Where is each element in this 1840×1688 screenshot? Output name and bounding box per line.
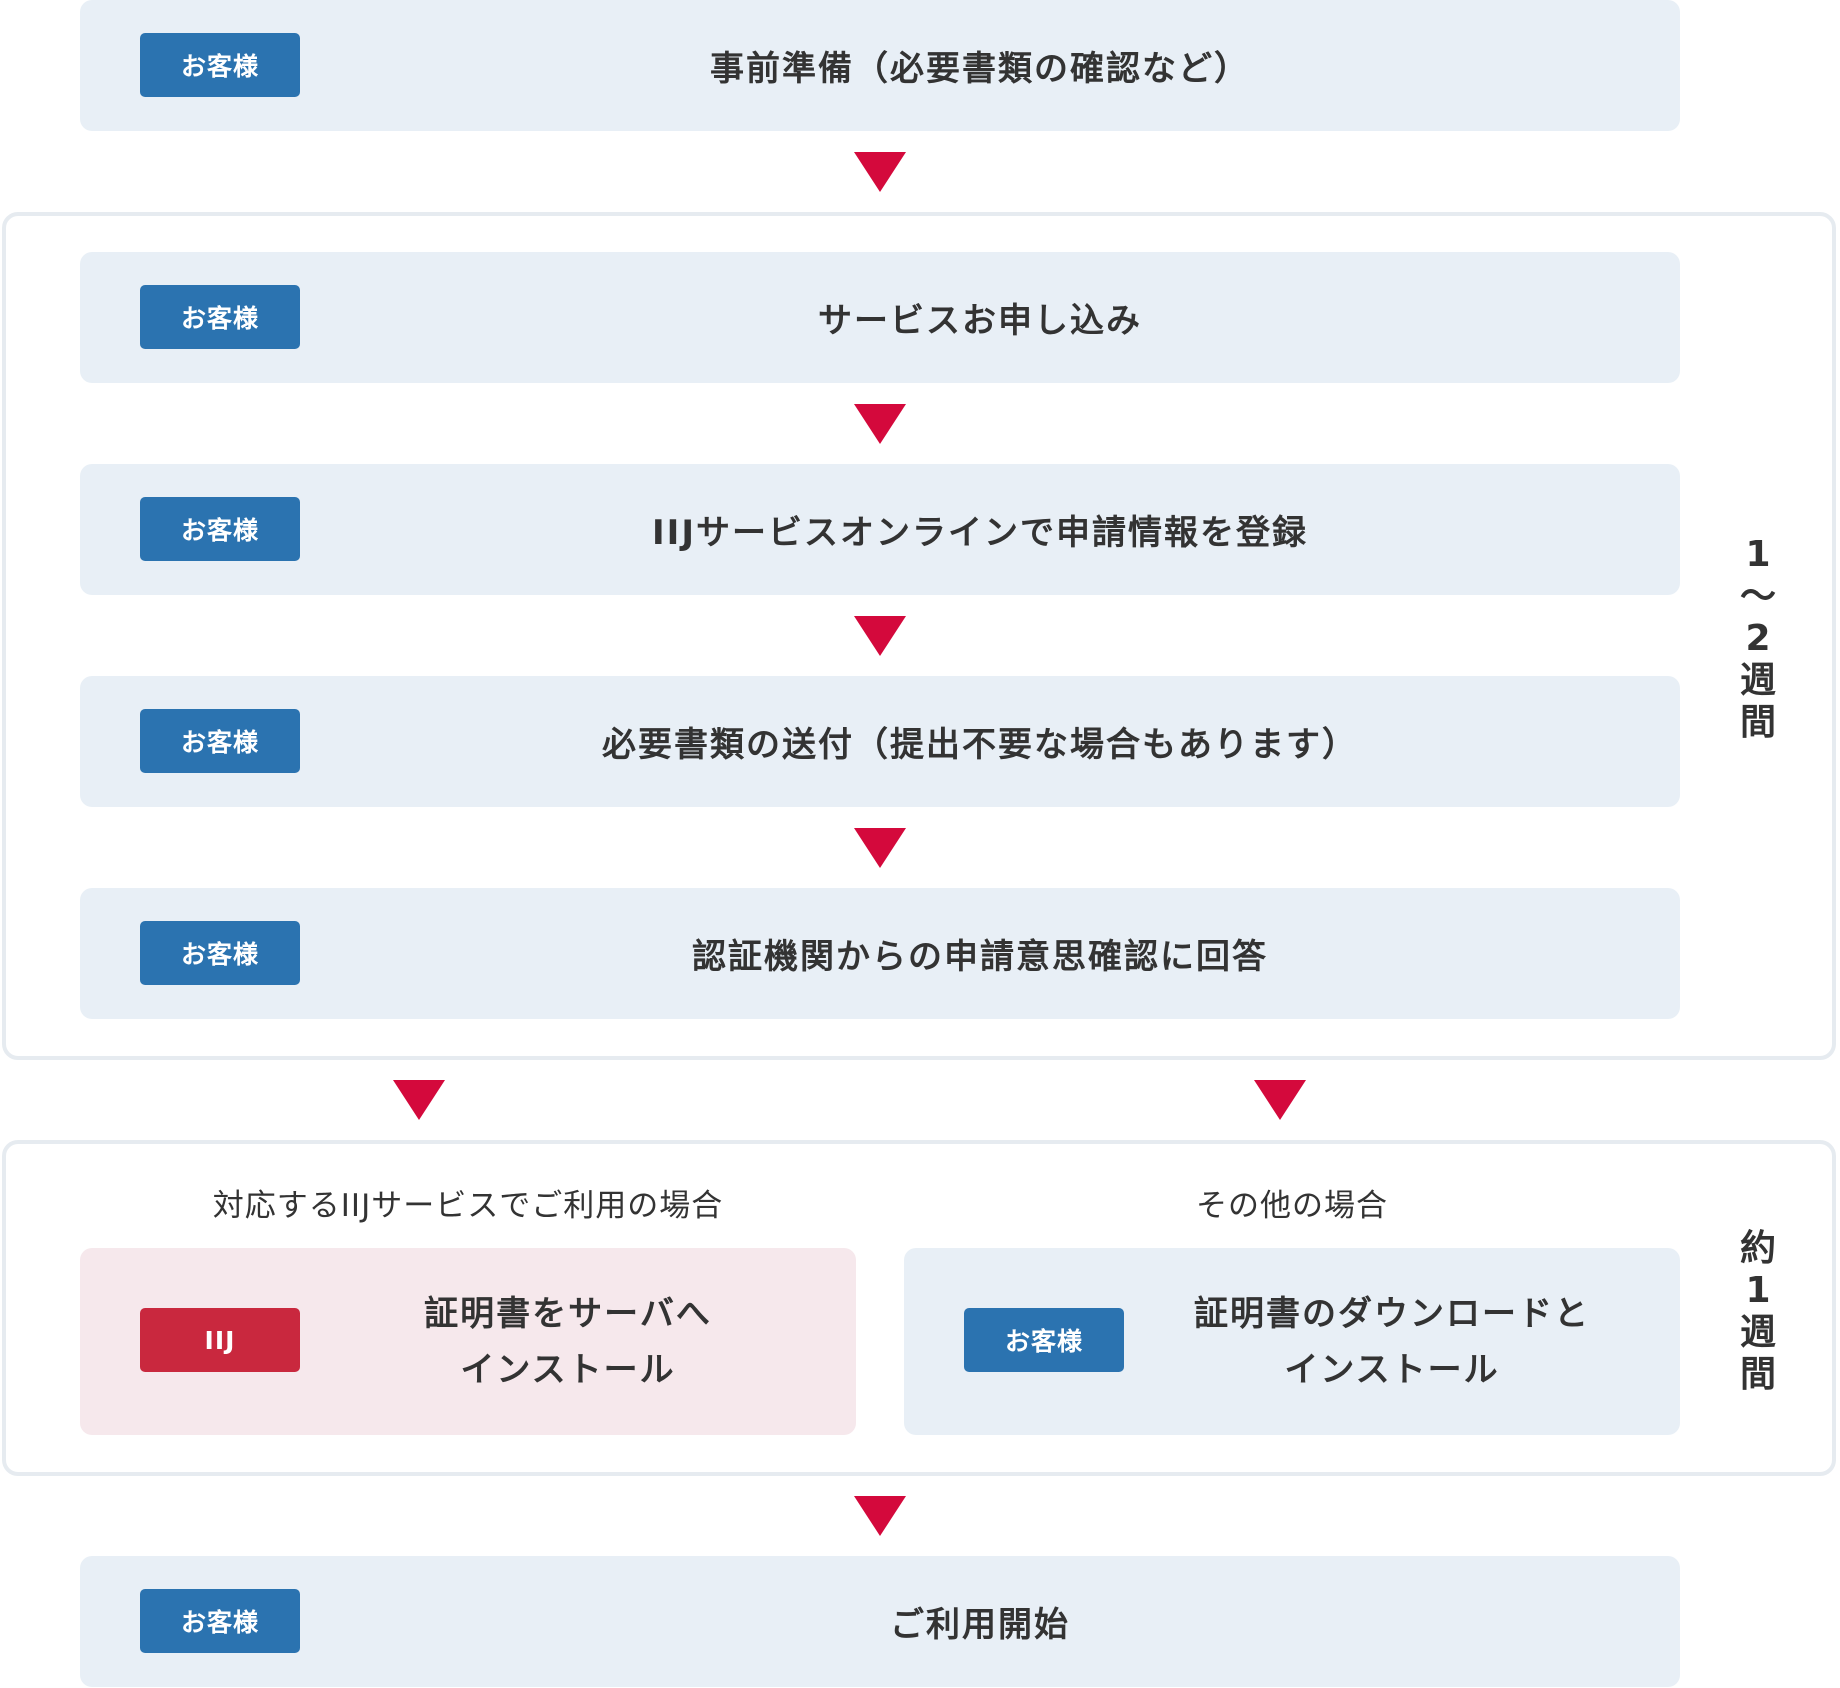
duration-label-1-2-weeks: 1 〜 2 週 間 <box>1739 534 1776 743</box>
customer-badge: お客様 <box>140 1589 300 1653</box>
customer-badge: お客様 <box>140 709 300 773</box>
card-label: 証明書のダウンロードと インストール <box>1124 1248 1660 1435</box>
step-confirm-intent: お客様 認証機関からの申請意思確認に回答 <box>80 888 1680 1019</box>
branch-caption-other: その他の場合 <box>1196 1188 1388 1224</box>
step-label: ご利用開始 <box>890 1605 1070 1645</box>
customer-badge: お客様 <box>140 285 300 349</box>
down-arrow-icon <box>854 828 906 868</box>
card-label-line-1: 証明書のダウンロードと <box>1194 1293 1590 1334</box>
customer-badge: お客様 <box>964 1308 1124 1372</box>
duration-label-about-1-week: 約 1 週 間 <box>1739 1228 1776 1395</box>
customer-badge: お客様 <box>140 497 300 561</box>
down-arrow-icon <box>854 616 906 656</box>
step-label: 認証機関からの申請意思確認に回答 <box>692 937 1268 977</box>
branch-card-iij-install: IIJ 証明書をサーバへ インストール <box>80 1248 856 1435</box>
step-label: 必要書類の送付（提出不要な場合もあります） <box>602 725 1358 765</box>
step-label: 事前準備（必要書類の確認など） <box>710 49 1250 89</box>
branch-card-download-install: お客様 証明書のダウンロードと インストール <box>904 1248 1680 1435</box>
step-start-use: お客様 ご利用開始 <box>80 1556 1680 1687</box>
customer-badge: お客様 <box>140 33 300 97</box>
step-service-application: お客様 サービスお申し込み <box>80 252 1680 383</box>
card-label: 証明書をサーバへ インストール <box>300 1248 836 1435</box>
down-arrow-icon <box>1254 1080 1306 1120</box>
customer-badge: お客様 <box>140 921 300 985</box>
down-arrow-icon <box>393 1080 445 1120</box>
card-label-line-2: インストール <box>460 1349 676 1390</box>
down-arrow-icon <box>854 404 906 444</box>
down-arrow-icon <box>854 152 906 192</box>
step-label: サービスお申し込み <box>818 301 1142 341</box>
step-send-documents: お客様 必要書類の送付（提出不要な場合もあります） <box>80 676 1680 807</box>
card-label-line-1: 証明書をサーバへ <box>424 1293 712 1334</box>
down-arrow-icon <box>854 1496 906 1536</box>
card-label-line-2: インストール <box>1284 1349 1500 1390</box>
step-label: IIJサービスオンラインで申請情報を登録 <box>652 513 1308 553</box>
step-register-info: お客様 IIJサービスオンラインで申請情報を登録 <box>80 464 1680 595</box>
iij-badge: IIJ <box>140 1308 300 1372</box>
branch-caption-iij: 対応するIIJサービスでご利用の場合 <box>212 1188 724 1224</box>
step-preparation: お客様 事前準備（必要書類の確認など） <box>80 0 1680 131</box>
